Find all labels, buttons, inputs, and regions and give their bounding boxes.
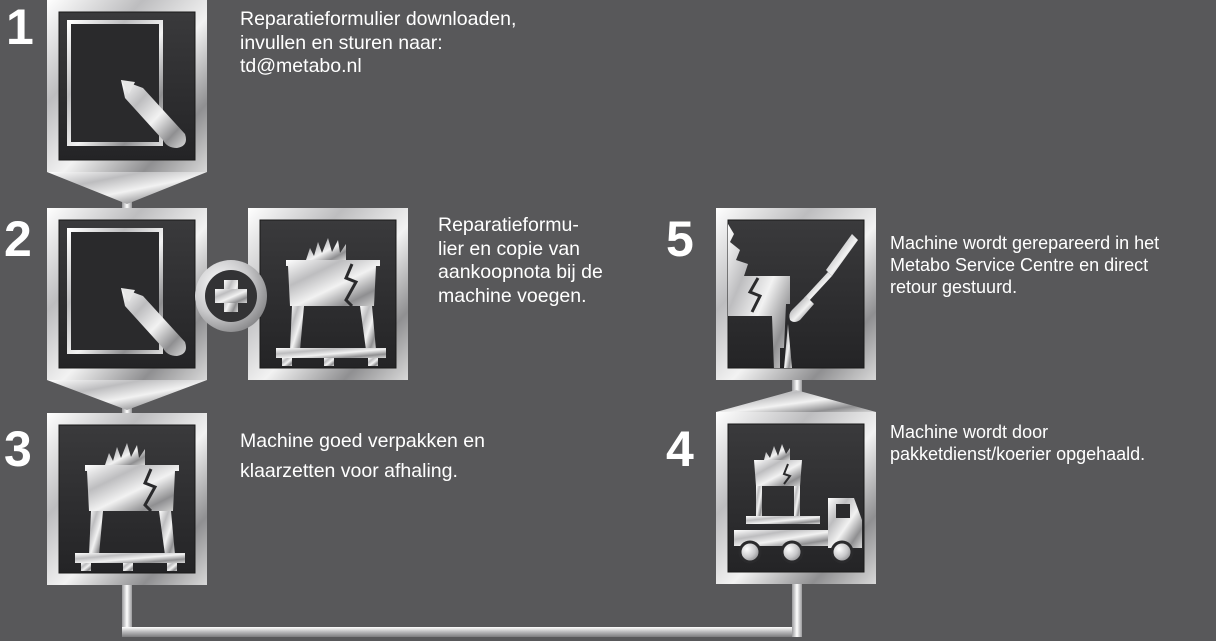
step-5-tile	[716, 208, 876, 380]
step-4-number: 4	[666, 421, 694, 477]
step-3-text: Machine goed verpakken en klaarzetten vo…	[240, 426, 485, 486]
step-2-line: machine voegen.	[438, 284, 587, 307]
step-2-number: 2	[4, 211, 32, 267]
step-2-text: Reparatieformu- lier en copie van aankoo…	[438, 214, 603, 308]
step-2-machine-tile	[248, 208, 408, 380]
step-3-line: klaarzetten voor afhaling.	[240, 460, 458, 482]
plus-icon	[195, 260, 267, 332]
step-5-line: retour gestuurd.	[890, 277, 1018, 297]
step-2-line: Reparatieformu-	[438, 214, 579, 236]
step-3-line: Machine goed verpakken en	[240, 430, 485, 452]
step-2-tile	[47, 208, 207, 410]
step-1-line: invullen en sturen naar:	[240, 31, 443, 54]
step-5-number: 5	[666, 211, 694, 267]
step-5-line: Machine wordt gerepareerd in het	[890, 233, 1160, 253]
step-5-text: Machine wordt gerepareerd in het Metabo …	[890, 232, 1159, 298]
step-1-line: Reparatieformulier downloaden,	[240, 8, 517, 30]
step-4-line: pakketdienst/koerier opgehaald.	[890, 444, 1146, 464]
step-1-number: 1	[6, 0, 34, 55]
step-4-text: Machine wordt door pakketdienst/koerier …	[890, 421, 1145, 465]
step-5-line: Metabo Service Centre en direct	[890, 255, 1149, 275]
step-1-text: Reparatieformulier downloaden, invullen …	[240, 8, 516, 79]
step-3-number: 3	[4, 421, 32, 477]
step-2-line: aankoopnota bij de	[438, 261, 603, 283]
step-1-tile	[47, 0, 207, 204]
step-4-line: Machine wordt door	[890, 422, 1049, 442]
step-4-tile	[716, 390, 876, 584]
step-1-email: td@metabo.nl	[240, 55, 362, 77]
step-2-line: lier en copie van	[438, 237, 581, 260]
step-3-tile	[47, 413, 207, 585]
